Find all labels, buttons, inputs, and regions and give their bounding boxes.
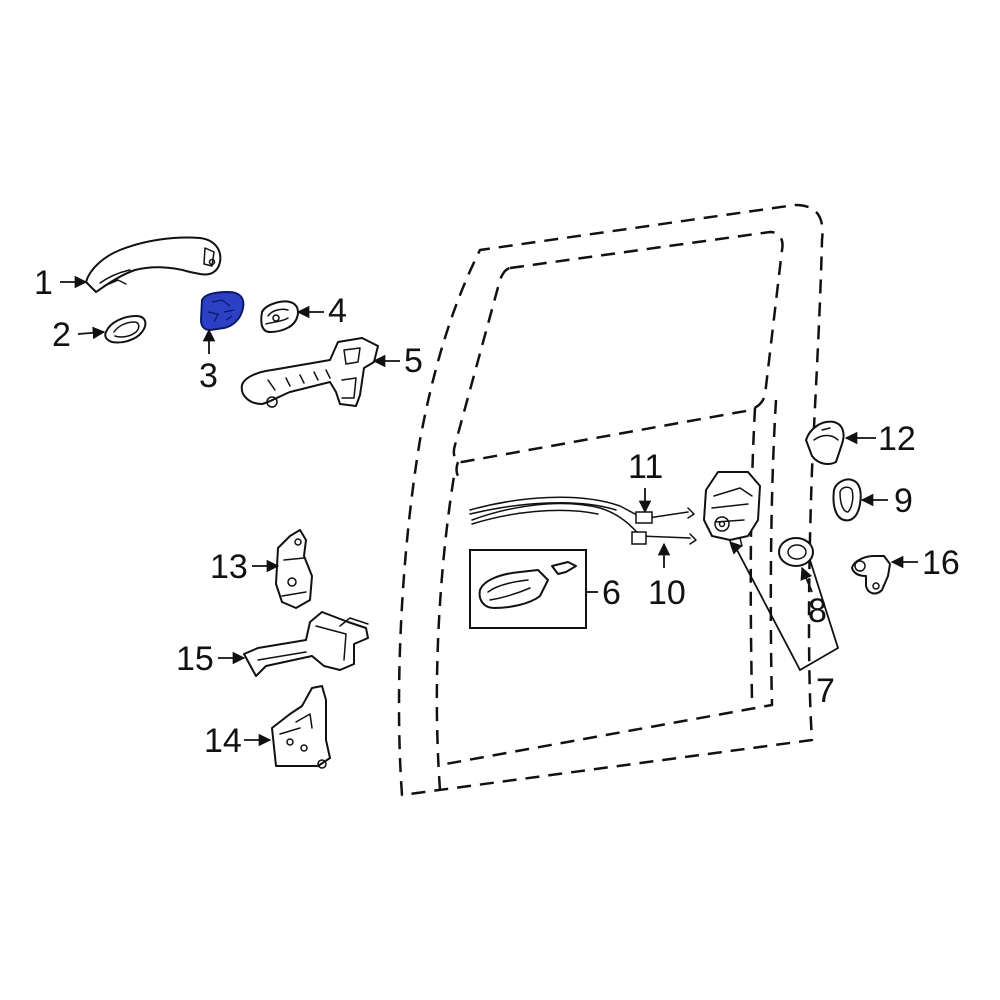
callout-1: 1 [34, 264, 53, 302]
callout-9: 9 [894, 482, 913, 520]
part-lower-hinge [271, 685, 331, 769]
callout-2: 2 [52, 316, 71, 354]
part-handle-cover-highlighted [199, 290, 245, 332]
callout-6: 6 [602, 574, 621, 612]
callout-12: 12 [878, 420, 916, 458]
callout-10: 10 [648, 574, 686, 612]
callout-7: 7 [816, 672, 835, 710]
part-outside-handle [85, 236, 222, 293]
leader-8 [800, 566, 813, 593]
leader-7-arrow [729, 541, 743, 555]
part-handle-cap [260, 300, 299, 333]
callout-5: 5 [404, 342, 423, 380]
part-inside-handle [469, 549, 587, 629]
part-lock-assembly [703, 471, 761, 549]
part-upper-hinge [275, 529, 313, 609]
part-grommet [778, 537, 814, 567]
callout-13: 13 [210, 548, 248, 586]
part-bumper [851, 555, 891, 595]
part-striker [805, 420, 845, 465]
part-handle-frame [240, 337, 379, 408]
callout-15: 15 [176, 640, 214, 678]
part-striker-cover [832, 478, 862, 522]
callout-11: 11 [628, 448, 663, 486]
callout-4: 4 [328, 292, 347, 330]
callout-8: 8 [808, 592, 827, 630]
leader-7 [735, 547, 840, 672]
part-lower-cable [471, 502, 697, 545]
part-handle-gasket [104, 315, 147, 344]
leader-2 [77, 326, 106, 340]
callout-14: 14 [204, 722, 242, 760]
callout-3: 3 [199, 357, 218, 395]
part-door-check [243, 611, 369, 677]
callout-16: 16 [922, 544, 960, 582]
callout-labels: 1 2 3 4 5 6 7 8 9 10 11 12 13 14 15 16 [34, 264, 960, 760]
door-outline [397, 203, 824, 797]
leader-lines [60, 275, 918, 747]
